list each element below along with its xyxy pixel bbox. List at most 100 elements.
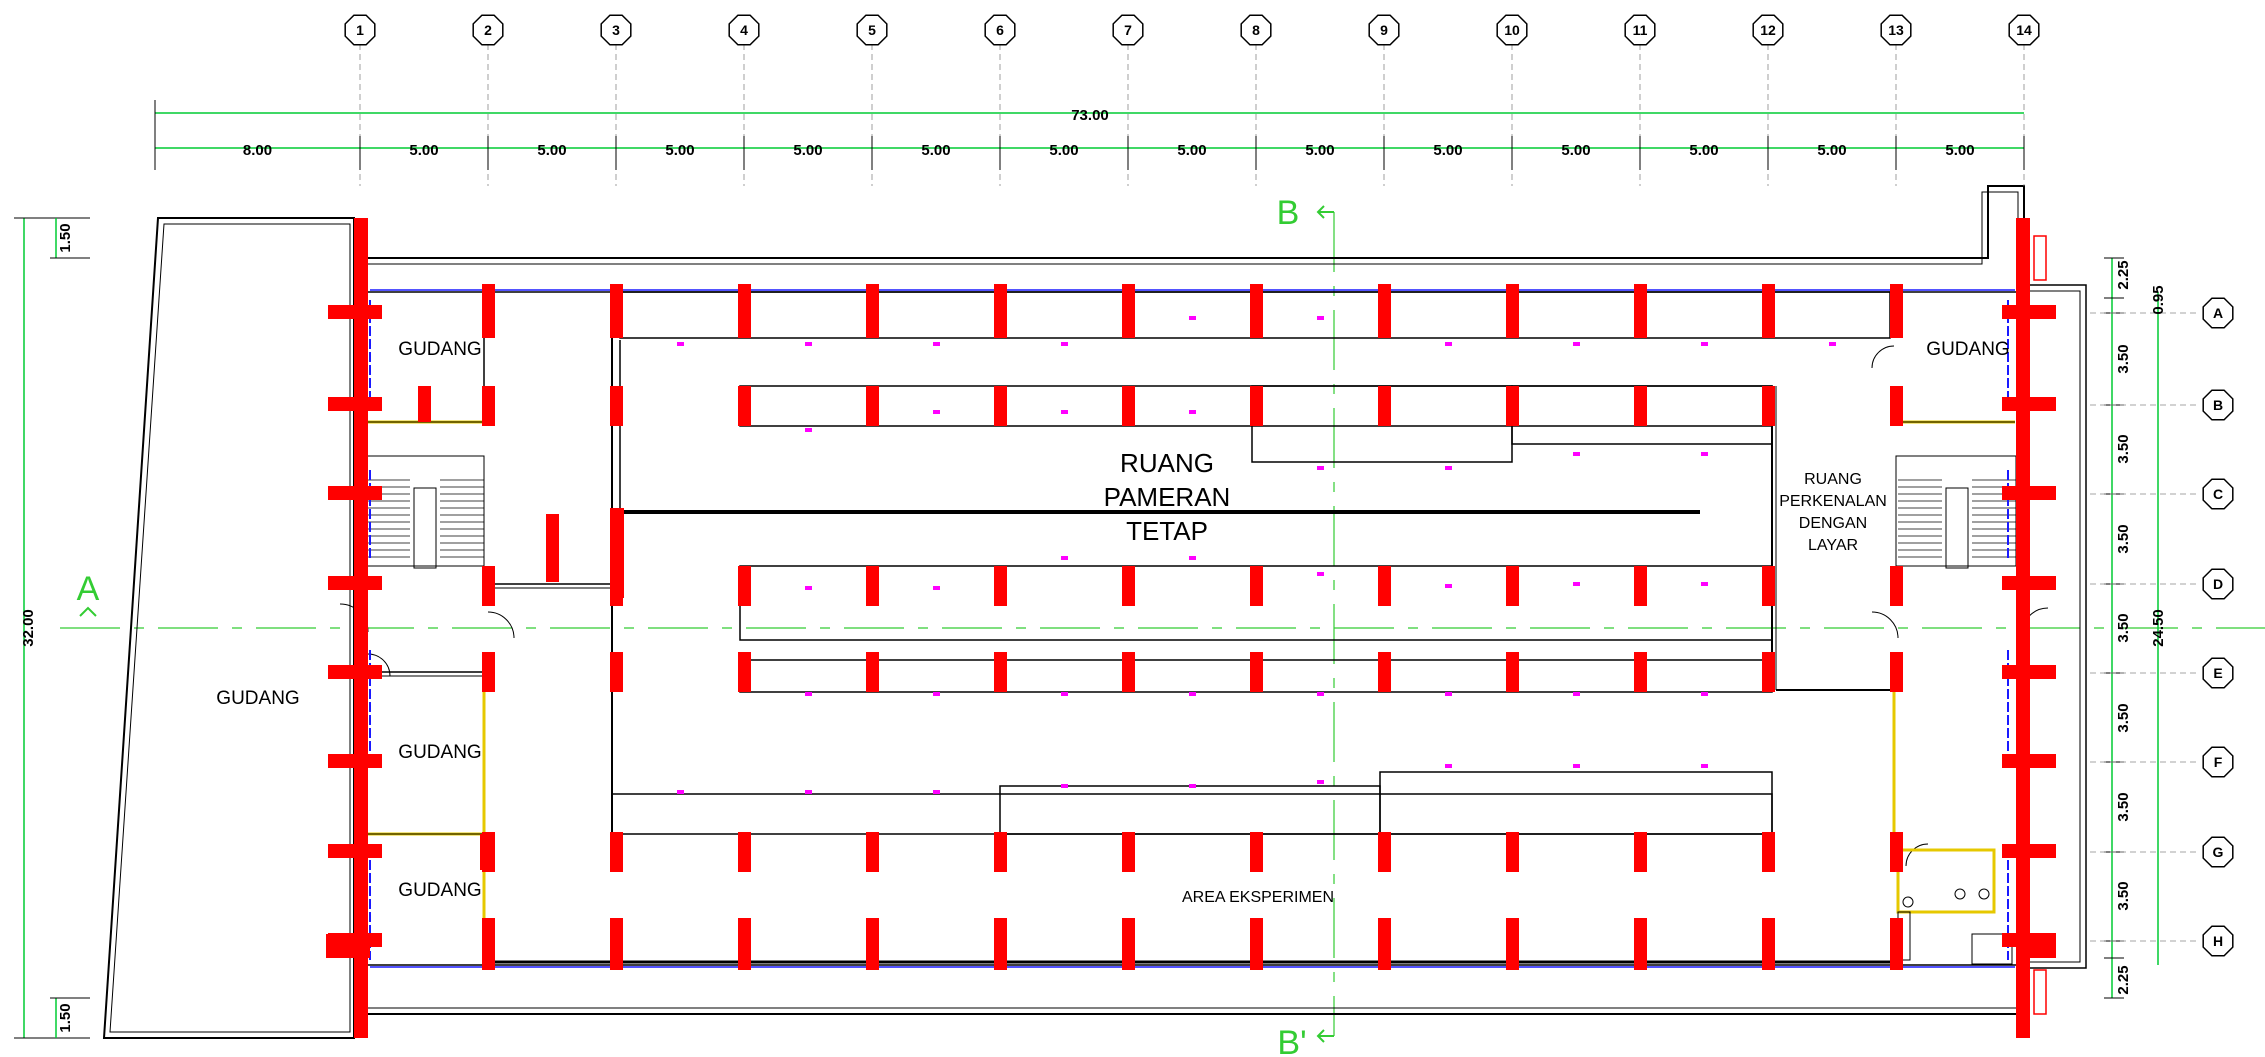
display-marker	[1829, 342, 1836, 346]
right-segment-label: 3.50	[2115, 524, 2132, 553]
column	[2030, 305, 2056, 319]
column	[418, 386, 431, 422]
column	[368, 933, 382, 947]
grid-bubble-row	[2202, 836, 2234, 868]
column	[2002, 305, 2016, 319]
bay-width-label: 5.00	[793, 142, 822, 159]
column	[1634, 832, 1647, 872]
column	[994, 386, 1007, 426]
grid-bubble-row	[2202, 478, 2234, 510]
grid-bubble-col	[1880, 14, 1912, 46]
right-segment-label: 3.50	[2115, 703, 2132, 732]
section-a-label: A	[77, 570, 100, 608]
column	[328, 397, 358, 411]
left-dimension	[14, 217, 90, 1039]
room-gudang-top-right: GUDANG	[1926, 339, 2009, 360]
column	[1506, 918, 1519, 970]
column	[738, 832, 751, 872]
column	[1122, 386, 1135, 426]
column	[368, 576, 382, 590]
column	[1506, 386, 1519, 426]
right-segment-label: 3.50	[2115, 881, 2132, 910]
display-marker	[805, 692, 812, 696]
column	[2016, 934, 2056, 958]
column	[1634, 284, 1647, 338]
display-marker	[677, 790, 684, 794]
display-marker	[933, 586, 940, 590]
display-marker	[1573, 342, 1580, 346]
grid-label-col: 6	[996, 22, 1004, 38]
room-intro-line-4: LAYAR	[1808, 537, 1858, 554]
column	[1762, 652, 1775, 692]
column	[866, 566, 879, 606]
column	[2002, 933, 2016, 947]
column	[1506, 566, 1519, 606]
column	[1890, 284, 1903, 338]
display-marker	[1701, 692, 1708, 696]
display-marker	[1061, 342, 1068, 346]
room-exhibit-line-3: TETAP	[1126, 516, 1208, 546]
display-marker	[1189, 410, 1196, 414]
column	[994, 566, 1007, 606]
column	[866, 918, 879, 970]
column	[1506, 652, 1519, 692]
display-marker	[1189, 784, 1196, 788]
grid-label-col: 4	[740, 22, 748, 38]
column	[328, 576, 358, 590]
bay-width-label: 5.00	[1945, 142, 1974, 159]
display-marker	[933, 790, 940, 794]
column	[1890, 832, 1903, 872]
column	[480, 834, 494, 870]
column	[1890, 566, 1903, 606]
right-segment-label: 2.25	[2115, 260, 2132, 289]
grid-label-row: E	[2213, 665, 2222, 681]
column	[738, 284, 751, 338]
bay-width-label: 5.00	[921, 142, 950, 159]
column	[610, 284, 623, 338]
display-marker	[1061, 410, 1068, 414]
column	[1378, 386, 1391, 426]
column	[368, 844, 382, 858]
column	[368, 665, 382, 679]
display-marker	[1573, 452, 1580, 456]
column	[866, 386, 879, 426]
grid-bubble-col	[1240, 14, 1272, 46]
column	[1890, 386, 1903, 426]
grid-bubble-col	[1624, 14, 1656, 46]
column	[994, 284, 1007, 338]
display-marker	[805, 586, 812, 590]
grid-label-row: D	[2213, 576, 2223, 592]
column	[2030, 576, 2056, 590]
column-outline	[2033, 235, 2047, 281]
column	[368, 305, 382, 319]
grid-label-col: 12	[1760, 22, 1776, 38]
grid-label-row: G	[2213, 844, 2224, 860]
column	[328, 486, 358, 500]
right-segment-label: 3.50	[2115, 344, 2132, 373]
column	[1122, 284, 1135, 338]
display-marker	[1701, 342, 1708, 346]
grid-label-row: F	[2214, 754, 2223, 770]
room-gudang-bottom-left: GUDANG	[398, 880, 481, 901]
column	[994, 918, 1007, 970]
column	[1250, 566, 1263, 606]
bay-width-label: 5.00	[1561, 142, 1590, 159]
column	[482, 652, 495, 692]
structural-columns	[326, 218, 2056, 1038]
room-gudang-top-left: GUDANG	[398, 339, 481, 360]
column-outline	[2033, 969, 2047, 1015]
column	[2016, 218, 2030, 1038]
column	[1506, 284, 1519, 338]
grid-label-col: 9	[1380, 22, 1388, 38]
column	[2030, 665, 2056, 679]
column	[482, 284, 495, 338]
column	[610, 386, 623, 426]
grid-label-row: H	[2213, 933, 2223, 949]
right-small-label: 0.95	[2150, 285, 2167, 314]
room-exhibit-line-2: PAMERAN	[1104, 482, 1231, 512]
column	[2002, 486, 2016, 500]
grid-label-col: 10	[1504, 22, 1520, 38]
column	[482, 918, 495, 970]
display-marker	[1445, 342, 1452, 346]
